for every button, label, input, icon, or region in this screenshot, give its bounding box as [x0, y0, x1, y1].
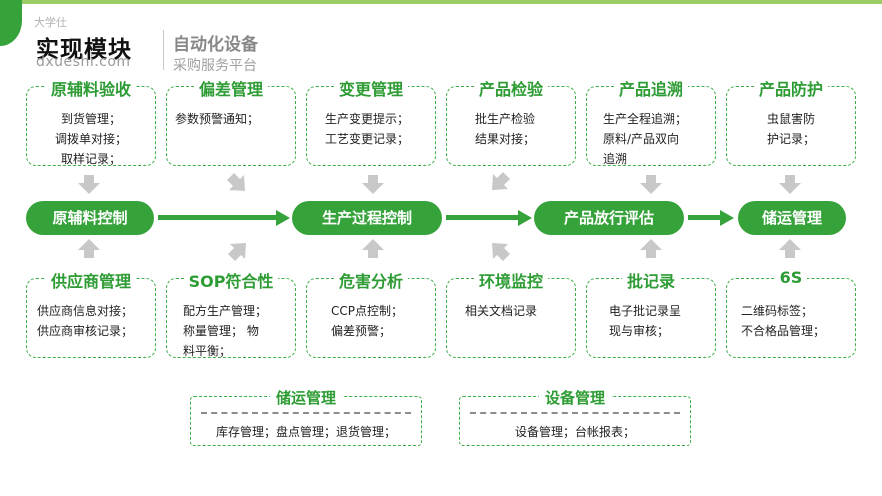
bottom-box-hazard-analysis: 危害分析 CCP点控制； 偏差预警；: [306, 272, 436, 358]
down-arrow-icon: [78, 175, 100, 194]
box-line: 电子批记录呈: [609, 304, 682, 318]
box-line: 称量管理； 物: [183, 324, 259, 338]
box-line: 虫鼠害防: [766, 112, 815, 126]
box-line: 取样记录；: [60, 152, 121, 166]
bottom-box-environment-monitoring: 环境监控 相关文档记录: [446, 272, 576, 358]
right-arrow-icon: [720, 210, 734, 226]
top-box-change-management: 变更管理 生产变更提示； 工艺变更记录；: [306, 80, 436, 166]
box-title: 环境监控: [473, 272, 548, 291]
box-line: 工艺变更记录；: [325, 132, 410, 146]
box-title: SOP符合性: [183, 272, 279, 291]
title-dash-line: [201, 412, 411, 414]
box-title: 批记录: [621, 272, 680, 291]
up-arrow-icon: [362, 239, 384, 258]
box-title: 产品防护: [753, 80, 828, 99]
down-arrow-icon: [640, 175, 662, 194]
extra-box-storage-management: 储运管理 库存管理；盘点管理；退货管理；: [190, 389, 422, 446]
watermark-brand: 大学仕: [34, 16, 67, 29]
box-title: 偏差管理: [193, 80, 268, 99]
box-line: 料平衡；: [183, 344, 232, 358]
box-title: 设备管理: [538, 389, 611, 407]
box-title: 变更管理: [333, 80, 408, 99]
top-box-raw-material-acceptance: 原辅料验收 到货管理； 调拨单对接； 取样记录；: [26, 80, 156, 166]
extra-box-equipment-management: 设备管理 设备管理；台帐报表；: [459, 389, 691, 446]
up-arrow-icon: [640, 239, 662, 258]
flow-connector: [158, 215, 278, 220]
box-line: 追溯: [603, 152, 628, 166]
box-line: 批生产检验: [475, 112, 536, 126]
flow-connector: [688, 215, 722, 220]
flow-node-storage-transport: 储运管理: [738, 201, 846, 235]
box-title: 产品追溯: [613, 80, 688, 99]
down-arrow-icon: [362, 175, 384, 194]
top-accent-bar: [0, 0, 882, 4]
box-line: 偏差预警；: [331, 324, 392, 338]
box-title: 供应商管理: [45, 272, 136, 291]
page-title: 实现模块: [36, 37, 132, 63]
header-subtitle-1: 自动化设备: [173, 35, 258, 55]
box-line: 到货管理；: [60, 112, 121, 126]
title-dash-line: [470, 412, 680, 414]
box-line: 参数预警通知；: [175, 112, 260, 126]
diagonal-arrow-icon: [492, 172, 510, 190]
flow-connector: [446, 215, 520, 220]
down-arrow-icon: [779, 175, 801, 194]
header-divider: [163, 30, 164, 70]
header-subtitle-2: 采购服务平台: [173, 58, 257, 74]
box-line: 库存管理；盘点管理；退货管理；: [215, 425, 396, 439]
top-box-product-protection: 产品防护 虫鼠害防 护记录；: [726, 80, 856, 166]
top-box-product-inspection: 产品检验 批生产检验 结果对接；: [446, 80, 576, 166]
box-title: 产品检验: [473, 80, 548, 99]
box-line: CCP点控制；: [331, 304, 403, 318]
box-line: 供应商信息对接；: [37, 304, 134, 318]
box-line: 护记录；: [766, 132, 815, 146]
flow-node-raw-material-control: 原辅料控制: [26, 201, 154, 235]
bottom-box-batch-record: 批记录 电子批记录呈 现与审核；: [586, 272, 716, 358]
top-box-deviation-management: 偏差管理 参数预警通知；: [166, 80, 296, 166]
box-line: 原料/产品双向: [603, 132, 680, 146]
box-line: 设备管理；台帐报表；: [514, 425, 635, 439]
bottom-box-sop-compliance: SOP符合性 配方生产管理； 称量管理； 物 料平衡；: [166, 272, 296, 358]
box-line: 生产变更提示；: [325, 112, 410, 126]
box-title: 储运管理: [269, 389, 342, 407]
box-line: 现与审核；: [609, 324, 670, 338]
box-line: 二维码标签；: [741, 304, 814, 318]
flow-node-production-control: 生产过程控制: [292, 201, 442, 235]
up-arrow-icon: [78, 239, 100, 258]
diagonal-arrow-icon: [228, 243, 246, 261]
box-line: 相关文档记录: [465, 304, 538, 318]
box-line: 结果对接；: [475, 132, 536, 146]
right-arrow-icon: [276, 210, 290, 226]
diagonal-arrow-icon: [227, 173, 245, 191]
up-arrow-icon: [779, 239, 801, 258]
box-title: 6S: [774, 268, 808, 287]
box-line: 配方生产管理；: [183, 304, 268, 318]
box-title: 危害分析: [333, 272, 408, 291]
top-box-product-traceability: 产品追溯 生产全程追溯； 原料/产品双向 追溯: [586, 80, 716, 166]
leaf-logo-shape: [0, 0, 22, 46]
box-title: 原辅料验收: [45, 80, 136, 99]
box-line: 调拨单对接；: [54, 132, 127, 146]
box-line: 不合格品管理；: [741, 324, 826, 338]
bottom-box-6s: 6S 二维码标签； 不合格品管理；: [726, 268, 856, 358]
watermark-url: dxueshi.com: [36, 54, 131, 70]
box-line: 生产全程追溯；: [603, 112, 688, 126]
right-arrow-icon: [518, 210, 532, 226]
flow-node-release-evaluation: 产品放行评估: [534, 201, 684, 235]
bottom-box-supplier-management: 供应商管理 供应商信息对接； 供应商审核记录；: [26, 272, 156, 358]
diagonal-arrow-icon: [492, 243, 510, 261]
box-line: 供应商审核记录；: [37, 324, 134, 338]
